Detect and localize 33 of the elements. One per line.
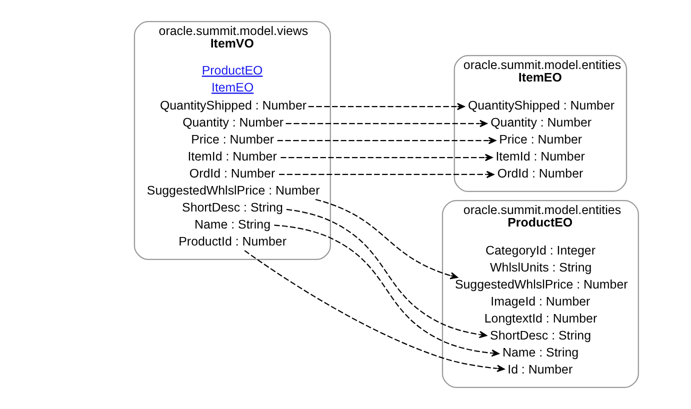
node-text: Id : Number — [507, 362, 572, 377]
node-text: ShortDesc : String — [182, 200, 282, 215]
node-text: ProductEO — [201, 64, 262, 78]
node-text: Name : String — [502, 346, 578, 360]
arrow — [280, 154, 492, 162]
arrow — [285, 120, 487, 128]
node-text: WhlslUnits : String — [490, 260, 592, 275]
node-text: OrdId : Number — [188, 166, 275, 181]
node-text: Price : Number — [190, 132, 274, 147]
node-text: SuggestedWhlslPrice : Number — [146, 184, 320, 198]
node-text: ItemId : Number — [187, 150, 276, 164]
node-text: SuggestedWhlslPrice : Number — [454, 278, 628, 292]
node-text: ProductId : Number — [178, 234, 286, 249]
node-text: Name : String — [194, 218, 270, 232]
node-text: QuantityShipped : Number — [467, 98, 614, 113]
node-text: OrdId : Number — [496, 166, 583, 181]
arrow — [286, 208, 486, 338]
arrow — [314, 198, 458, 280]
node-text: Quantity : Number — [182, 116, 284, 130]
node-text: QuantityShipped : Number — [159, 98, 306, 113]
arrow — [278, 170, 494, 178]
arrow — [244, 250, 504, 372]
arrow — [274, 224, 499, 357]
node-text: ItemId : Number — [495, 150, 584, 164]
node-text: ItemEO — [210, 80, 254, 95]
node-text: ImageId : Number — [490, 294, 590, 309]
node-text: LongtextId : Number — [484, 312, 597, 326]
node-text: Price : Number — [498, 132, 582, 147]
node-text: ShortDesc : String — [490, 328, 590, 343]
node-text: Quantity : Number — [490, 116, 592, 130]
arrow — [276, 136, 496, 144]
node-text: CategoryId : Integer — [485, 244, 595, 258]
arrow — [308, 102, 464, 110]
